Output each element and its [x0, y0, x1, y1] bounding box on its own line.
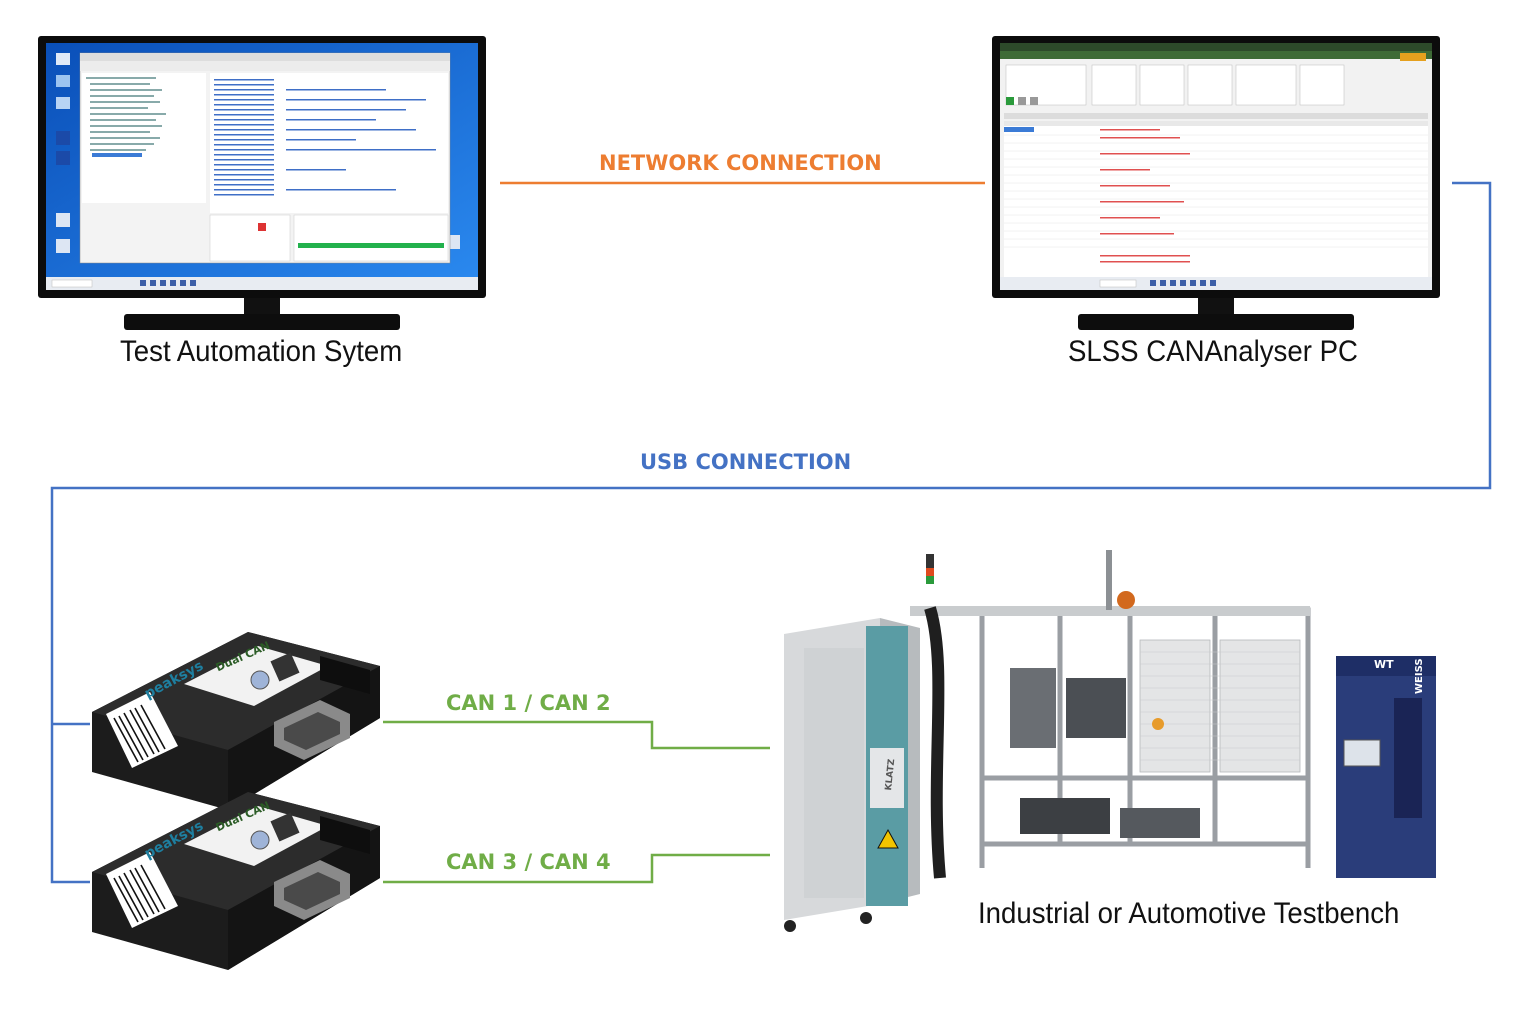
test-automation-screen — [46, 43, 478, 290]
usb-connection-label: USB CONNECTION — [640, 450, 852, 474]
can12-connection-label: CAN 1 / CAN 2 — [446, 691, 611, 715]
can12-connection-line — [383, 720, 770, 750]
cananalyser-caption: SLSS CANAnalyser PC — [1068, 335, 1358, 368]
can-usb-adapter-icon — [92, 632, 380, 810]
test-automation-monitor — [38, 36, 486, 332]
usb-connection-line — [50, 181, 1492, 884]
can34-connection-label: CAN 3 / CAN 4 — [446, 850, 611, 874]
chamber-brand-label: WEISS — [1414, 658, 1425, 694]
test-automation-caption: Test Automation Sytem — [120, 335, 403, 368]
chamber-model-label: WT — [1374, 658, 1394, 671]
can-usb-adapter-icon — [92, 792, 380, 970]
network-connection-label: NETWORK CONNECTION — [599, 151, 882, 175]
cananalyser-screen — [1000, 43, 1432, 290]
cananalyser-monitor — [992, 36, 1440, 332]
testbench-caption: Industrial or Automotive Testbench — [978, 897, 1400, 930]
industrial-testbench-icon — [784, 550, 1436, 932]
can34-connection-line — [383, 853, 770, 884]
